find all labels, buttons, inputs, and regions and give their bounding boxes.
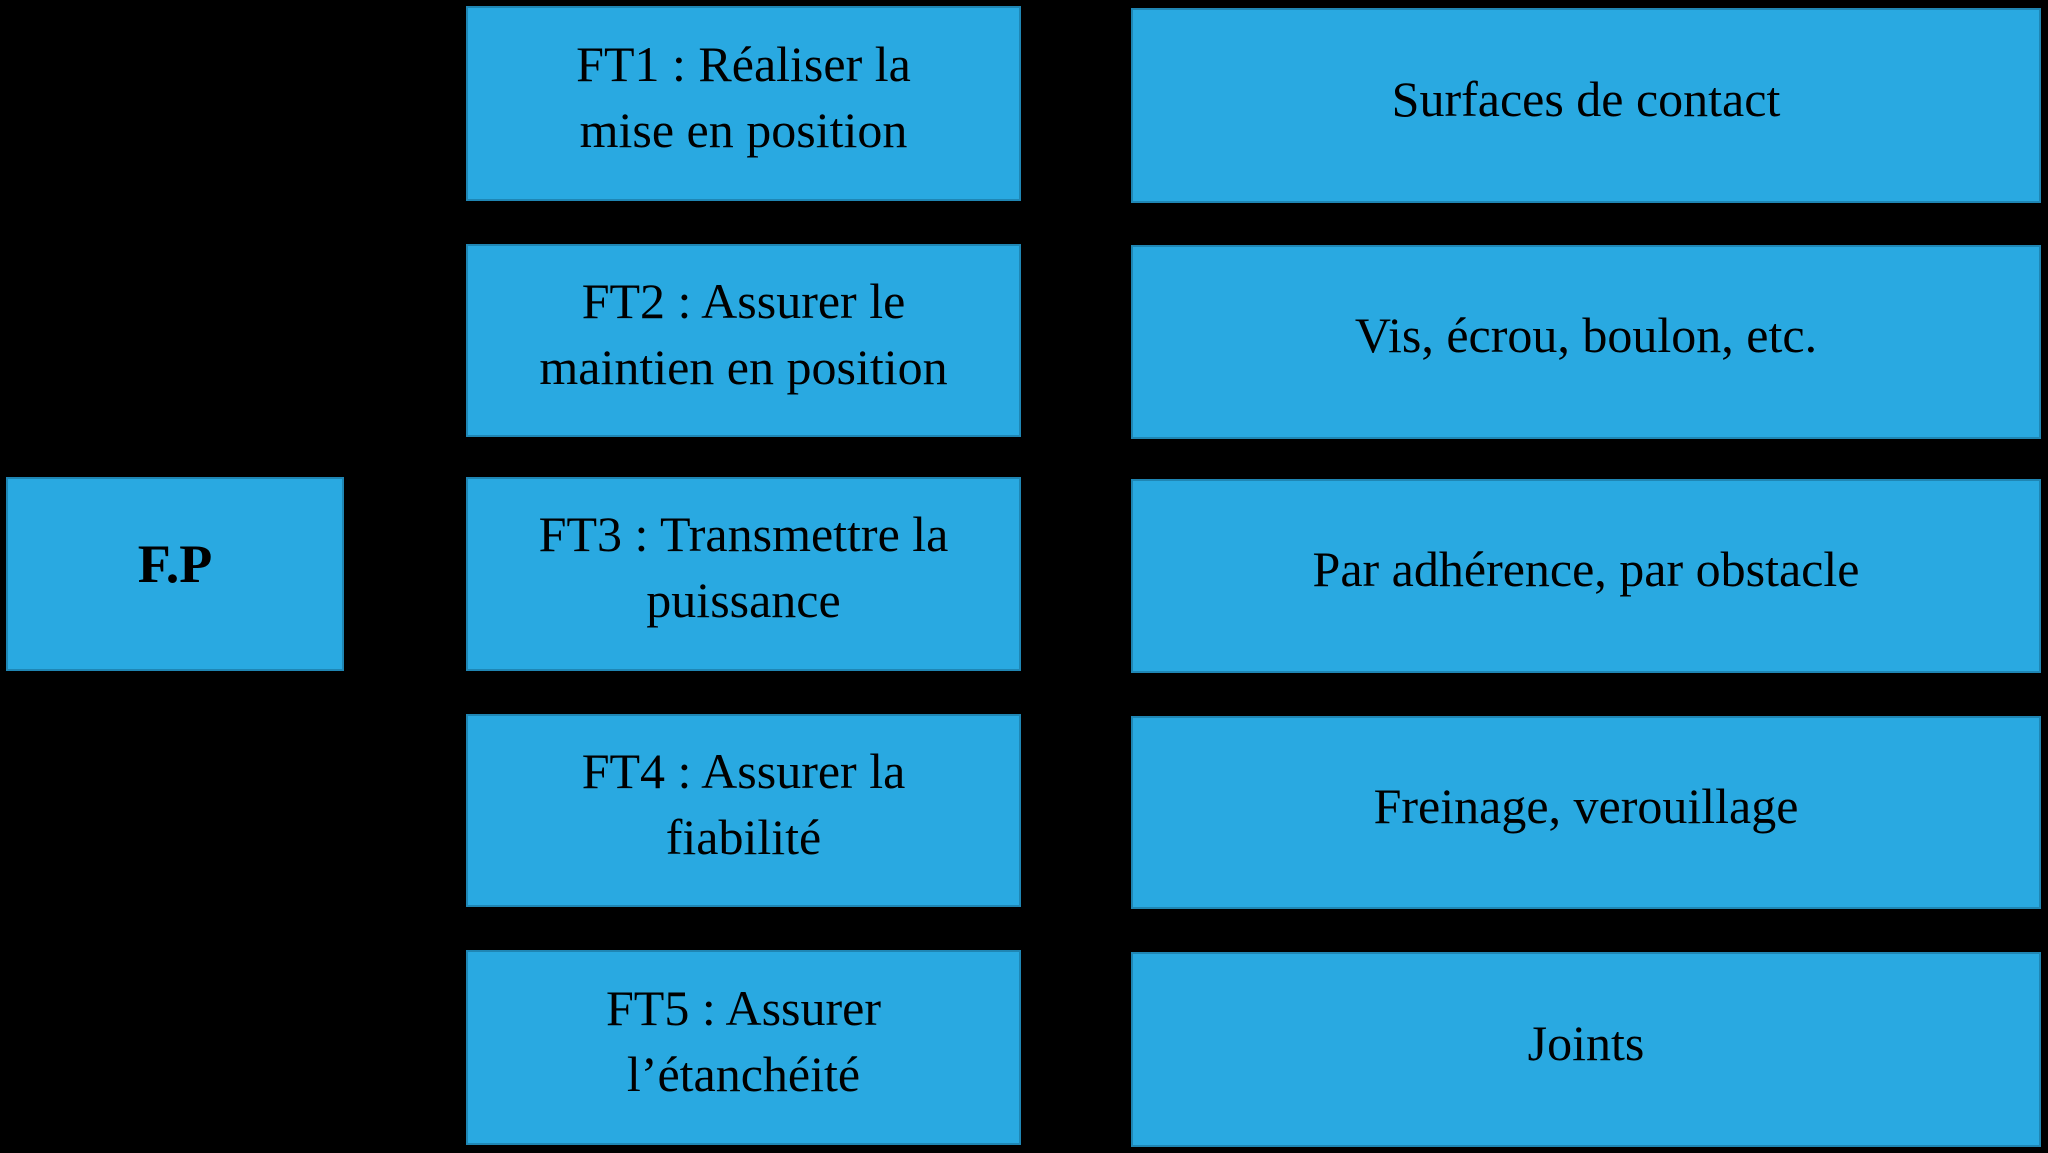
- solution-label: Freinage, verouillage: [1373, 777, 1799, 834]
- technical-function-box-ft4: FT4 : Assurer la fiabilité: [466, 714, 1021, 907]
- technical-function-label: FT4 : Assurer la fiabilité: [581, 742, 906, 865]
- technical-function-box-ft2: FT2 : Assurer le maintien en position: [466, 244, 1021, 437]
- solution-box-3: Par adhérence, par obstacle: [1131, 479, 2041, 673]
- technical-function-label: FT2 : Assurer le maintien en position: [539, 272, 948, 395]
- technical-function-box-ft3: FT3 : Transmettre la puissance: [466, 477, 1021, 671]
- solution-box-4: Freinage, verouillage: [1131, 716, 2041, 909]
- technical-function-label: FT1 : Réaliser la mise en position: [576, 35, 911, 158]
- technical-function-box-ft5: FT5 : Assurer l’étanchéité: [466, 950, 1021, 1145]
- solution-box-2: Vis, écrou, boulon, etc.: [1131, 245, 2041, 439]
- solution-label: Par adhérence, par obstacle: [1312, 541, 1860, 597]
- technical-function-label: FT5 : Assurer l’étanchéité: [606, 979, 881, 1102]
- solution-box-5: Joints: [1131, 952, 2041, 1147]
- solution-label: Vis, écrou, boulon, etc.: [1354, 307, 1818, 363]
- main-function-label: F.P: [137, 534, 213, 594]
- solution-label: Joints: [1527, 1014, 1645, 1071]
- solution-box-1: Surfaces de contact: [1131, 8, 2041, 203]
- technical-function-box-ft1: FT1 : Réaliser la mise en position: [466, 6, 1021, 201]
- technical-function-label: FT3 : Transmettre la puissance: [538, 506, 949, 628]
- main-function-box: F.P: [6, 477, 344, 671]
- solution-label: Surfaces de contact: [1391, 70, 1781, 127]
